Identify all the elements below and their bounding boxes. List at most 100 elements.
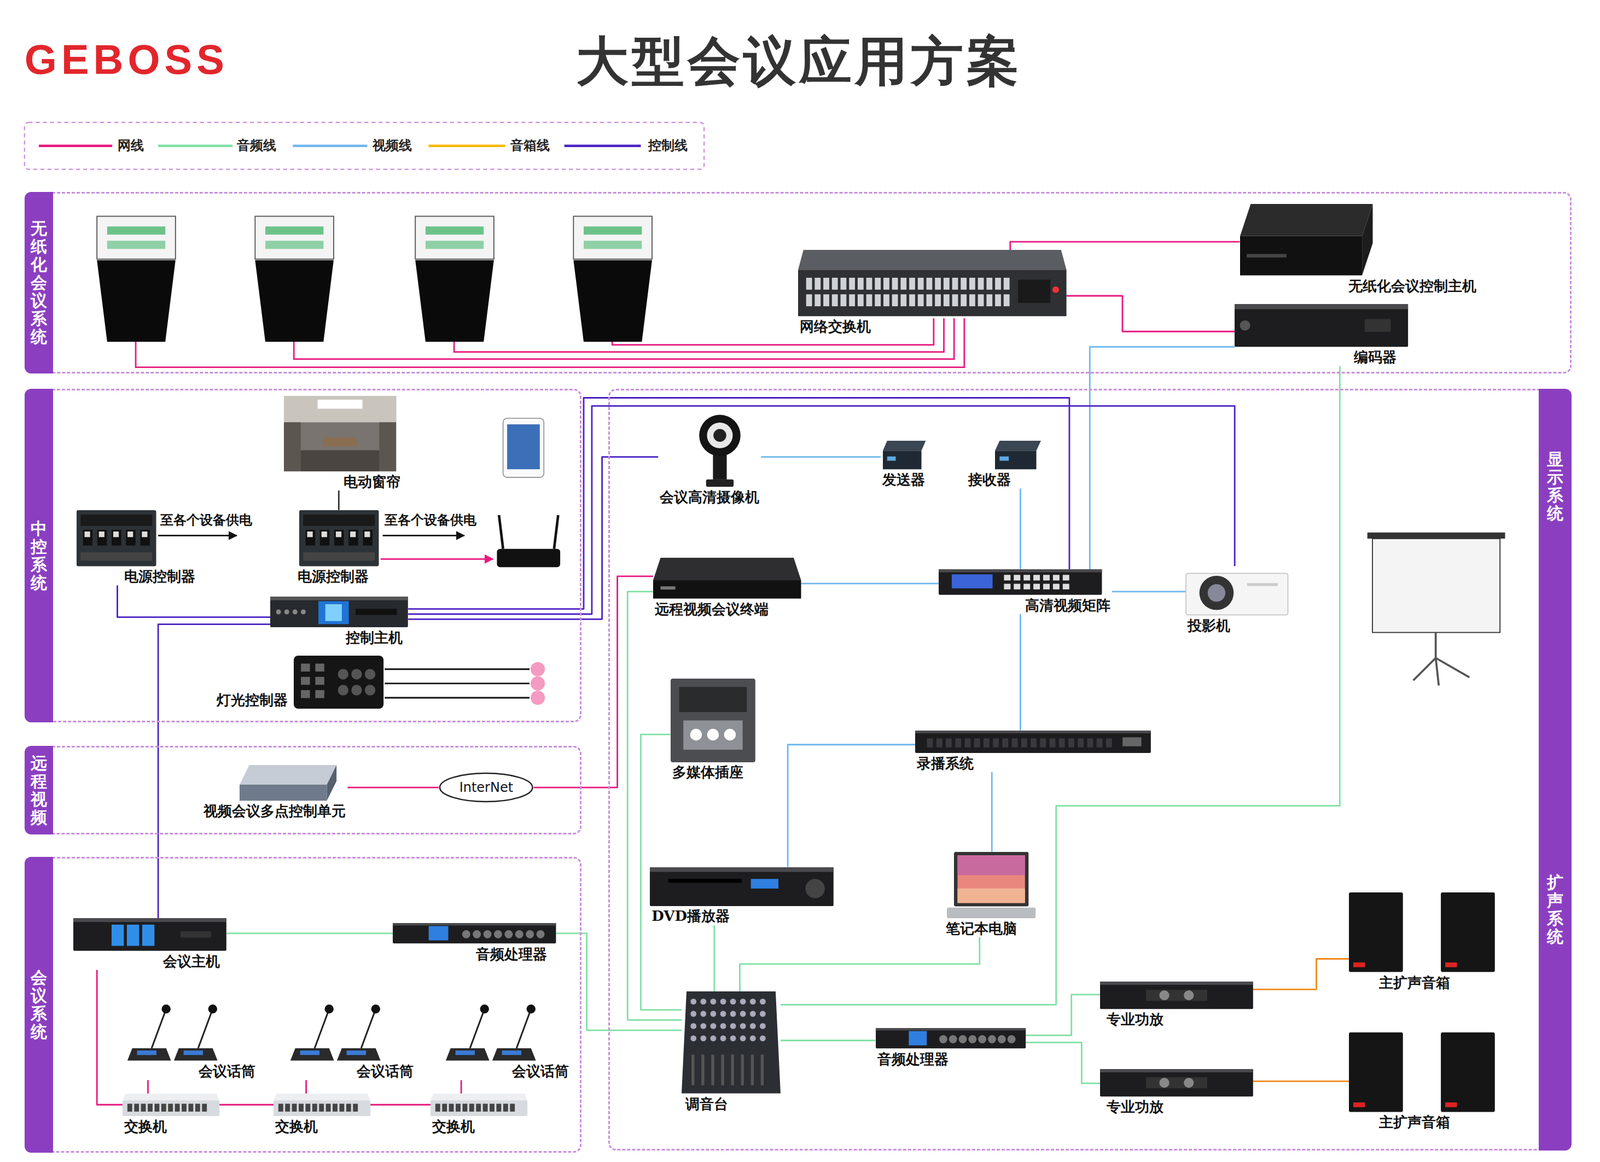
switch-icon	[798, 249, 1067, 317]
light-wires	[384, 669, 530, 698]
icon-part	[1023, 583, 1031, 590]
terminal-icons	[583, 226, 642, 235]
socket-icon	[670, 678, 756, 763]
icon-part	[1145, 990, 1208, 1002]
device-label: 投影机	[1185, 617, 1232, 635]
icon-part	[324, 1004, 334, 1014]
icon-part	[1364, 318, 1392, 333]
icon-part	[977, 277, 984, 290]
light-wire	[384, 697, 530, 700]
device-node: 远程视频会议终端	[653, 557, 801, 619]
icon-part	[305, 530, 315, 546]
power-arrow	[382, 534, 465, 537]
icon-part	[730, 1011, 737, 1018]
icon-part	[483, 930, 492, 939]
icon-part	[706, 728, 719, 741]
note-text: 至各个设备供电	[160, 513, 253, 528]
icon-part	[969, 277, 976, 290]
screen-leg	[1413, 658, 1436, 681]
icon-part	[127, 531, 133, 538]
icon-part	[1049, 738, 1056, 748]
icon-part	[823, 277, 830, 290]
icon-part	[798, 249, 1067, 270]
icon-part	[469, 1009, 485, 1050]
device-node: 会议高清摄像机	[658, 413, 761, 506]
icon-part	[489, 1103, 495, 1112]
icon-part	[968, 1035, 977, 1044]
icon-part	[886, 456, 896, 462]
network-wire	[612, 318, 934, 346]
region-tab: 会议系统	[24, 857, 54, 1154]
icon-part	[361, 1009, 377, 1050]
icon-part	[883, 294, 890, 307]
icon-part	[875, 1028, 1026, 1049]
region-tab: 显示系统扩声系统	[1538, 388, 1572, 1151]
icon-part	[1003, 294, 1010, 307]
matrix-icon	[938, 569, 1102, 596]
icon-part	[1348, 892, 1404, 973]
icon-part	[691, 1055, 695, 1086]
device-label: 远程视频会议终端	[653, 601, 771, 619]
icon-part	[749, 998, 756, 1005]
legend-line-sample	[292, 144, 368, 148]
icon-part	[997, 1035, 1006, 1044]
connector	[1025, 1042, 1101, 1084]
light-wire	[384, 668, 530, 671]
icon-part	[479, 1004, 489, 1014]
icon-part	[909, 294, 916, 307]
proc-icon	[875, 1028, 1026, 1049]
device-node: 网络交换机	[798, 249, 1067, 336]
icon-part	[445, 1048, 490, 1062]
network-wire	[454, 318, 944, 353]
icon-part	[683, 720, 743, 750]
icon-part	[840, 277, 847, 290]
icon-part	[882, 450, 922, 470]
connector	[800, 583, 939, 585]
icon-part	[151, 1009, 167, 1050]
icon-part	[1183, 1078, 1194, 1088]
icon-part	[73, 918, 227, 923]
device-node: 多媒体插座	[670, 678, 756, 782]
icon-part	[1023, 574, 1031, 581]
icon-part	[865, 277, 872, 290]
icon-part	[306, 531, 313, 538]
icon-part	[751, 879, 779, 889]
icon-part	[957, 855, 1026, 876]
icon-part	[978, 1035, 987, 1044]
mcu-icon	[239, 765, 337, 801]
router-icon	[496, 515, 561, 568]
icon-part	[392, 923, 556, 926]
icon-part	[882, 440, 926, 451]
device-label: 多媒体插座	[670, 764, 746, 782]
device-node: 会议话筒	[285, 1004, 416, 1081]
proc-icon	[392, 923, 556, 944]
device-node: 交换机	[122, 1094, 220, 1136]
region-title: 会议系统	[30, 968, 48, 1041]
icon-part	[934, 277, 941, 290]
spk-icon	[1348, 892, 1495, 973]
icon-part	[326, 1103, 331, 1112]
icon-part	[653, 557, 801, 581]
icon-part	[759, 1023, 766, 1030]
device-label: 专业功放	[1104, 1098, 1166, 1116]
icon-part	[1145, 1077, 1208, 1089]
device-node: 电动窗帘	[283, 396, 403, 491]
icon-part	[1011, 738, 1018, 748]
icon-part	[699, 414, 741, 457]
icon-part	[1348, 1032, 1404, 1113]
icon-part	[995, 277, 1002, 290]
icon-part	[908, 1031, 927, 1046]
icon-part	[1004, 583, 1011, 590]
device-node: 主扩声音箱	[1348, 1032, 1495, 1132]
device-node: 交换机	[430, 1094, 528, 1136]
icon-part	[278, 1103, 284, 1112]
icon-part	[649, 867, 834, 873]
icon-part	[173, 1048, 218, 1062]
device-label: 网络交换机	[798, 318, 873, 336]
icon-part	[938, 1035, 947, 1044]
connector	[1019, 488, 1022, 570]
icon-part	[700, 1011, 707, 1018]
icon-part	[469, 1103, 475, 1112]
device-node: 专业功放	[1100, 981, 1254, 1029]
icon-part	[653, 580, 801, 599]
